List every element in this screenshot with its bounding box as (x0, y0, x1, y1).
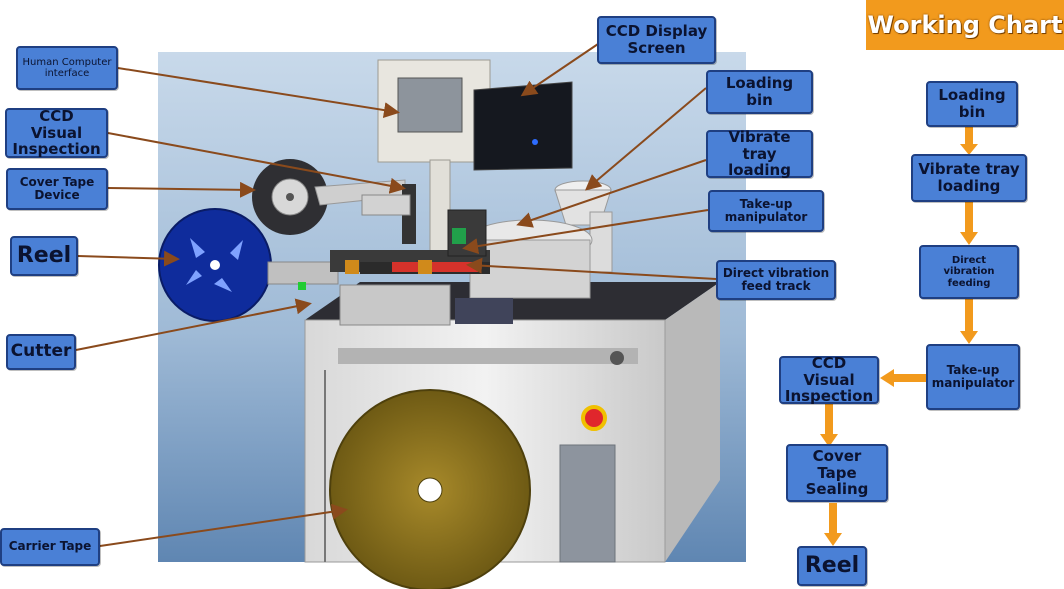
flow-step-reel: Reel (797, 546, 867, 586)
leader-direct-vibration (466, 257, 717, 280)
leader-loading-bin (584, 87, 707, 191)
leader-reel (77, 250, 180, 267)
flow-arrow-3 (960, 299, 978, 344)
callout-reel: Reel (10, 236, 78, 276)
leader-ccd-screen (520, 43, 599, 97)
flow-arrow-1 (960, 126, 978, 155)
callout-vibrate-tray-loading: Vibrate tray loading (706, 128, 813, 179)
leader-carrier-tape (99, 503, 348, 547)
flow-step-vibrate-tray-loading: Vibrate tray loading (911, 154, 1027, 202)
flow-step-take-up-manipulator: Take-up manipulator (926, 344, 1020, 410)
callout-cutter: Cutter (6, 334, 76, 370)
leader-cutter (75, 298, 312, 351)
callout-take-up-manipulator: Take-up manipulator (708, 190, 824, 232)
callout-human-computer-interface: Human Computer interface (16, 46, 118, 90)
cover-tape-spool-render (252, 159, 406, 235)
flow-step-direct-vibration-feeding: Direct vibration feeding (919, 245, 1019, 299)
flow-arrow-2 (960, 202, 978, 245)
flow-step-cover-tape-sealing: Cover Tape Sealing (786, 444, 888, 502)
carrier-tape-reel-render (329, 389, 531, 589)
flow-arrow-5 (820, 404, 838, 447)
callout-carrier-tape: Carrier Tape (0, 528, 100, 566)
leader-takeup (462, 209, 709, 255)
leader-cover-tape-device (107, 181, 256, 198)
hmi-and-ccd-screen (377, 59, 573, 257)
working-chart-title: Working Chart (866, 0, 1064, 50)
feed-mechanism-render (330, 184, 513, 326)
flow-step-loading-bin: Loading bin (926, 81, 1018, 127)
callout-cover-tape-device: Cover Tape Device (6, 168, 108, 210)
callout-direct-vibration-feed-track: Direct vibration feed track (716, 260, 836, 300)
machine-cabinet (304, 282, 720, 563)
flow-arrow-4 (880, 369, 926, 387)
callout-ccd-visual-inspection: CCD Visual Inspection (5, 107, 108, 158)
leader-vibrate-tray (516, 159, 707, 228)
flow-arrow-6 (824, 503, 842, 546)
flow-step-ccd-visual-inspection: CCD Visual Inspection (779, 354, 879, 405)
leader-hmi (117, 67, 400, 119)
callout-loading-bin: Loading bin (706, 70, 813, 114)
reel-render (158, 208, 339, 322)
leader-ccd-visual (107, 132, 406, 194)
callout-ccd-display-screen: CCD Display Screen (597, 16, 716, 64)
